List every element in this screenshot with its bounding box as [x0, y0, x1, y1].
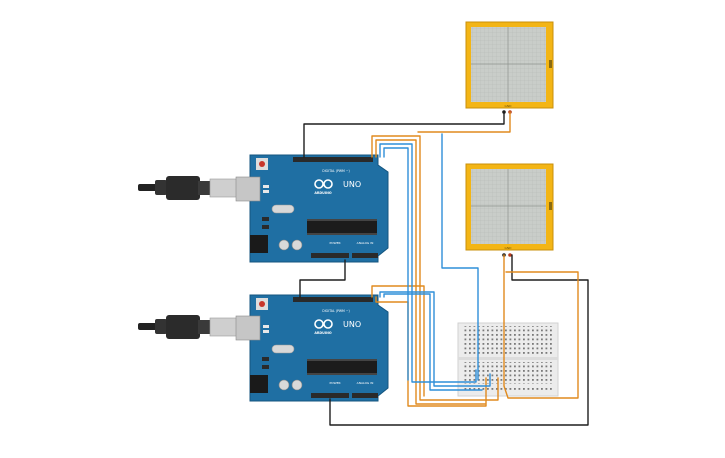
digital-label: DIGITAL (PWM ~) [322, 169, 349, 173]
wire-blue[interactable] [379, 291, 491, 387]
analog-label: ANALOG IN [357, 381, 374, 385]
display-module-bottom[interactable]: GND [465, 163, 554, 257]
model-label: UNO [343, 320, 361, 329]
digital-label: DIGITAL (PWM ~) [322, 309, 349, 313]
wire-black[interactable] [303, 111, 505, 158]
wire-orange[interactable] [417, 111, 511, 133]
wire-blue[interactable] [441, 133, 479, 381]
wire-blue[interactable] [383, 147, 409, 381]
power-label: POWER [329, 241, 340, 245]
usb-cable-bottom [138, 315, 239, 339]
arduino-logo-icon [314, 179, 333, 189]
brand-label: ARDUINO [314, 331, 331, 335]
wire-blue[interactable] [379, 143, 477, 383]
arduino-uno-bottom[interactable]: DIGITAL (PWM ~) UNO ARDUINO POWER ANALOG… [138, 294, 389, 402]
usb-cable-top [138, 176, 239, 200]
display-module-top[interactable]: GND [465, 21, 554, 114]
power-label: POWER [329, 381, 340, 385]
wire-orange[interactable] [371, 135, 499, 401]
arduino-uno-top[interactable]: DIGITAL (PWM ~) UNO ARDUINO POWER ANALOG… [138, 154, 389, 263]
breadboard[interactable] [457, 322, 559, 397]
wire-orange[interactable] [503, 254, 579, 399]
wire-orange[interactable] [371, 285, 425, 397]
svg-text:GND: GND [505, 104, 513, 108]
brand-label: ARDUINO [314, 191, 331, 195]
svg-text:GND: GND [505, 246, 513, 250]
arduino-logo-icon [314, 319, 333, 329]
wire-orange[interactable] [375, 139, 486, 405]
wire-black[interactable] [299, 259, 346, 298]
model-label: UNO [343, 180, 361, 189]
wire-blue[interactable] [383, 293, 483, 391]
analog-label: ANALOG IN [357, 241, 374, 245]
wire-black[interactable] [329, 254, 589, 426]
